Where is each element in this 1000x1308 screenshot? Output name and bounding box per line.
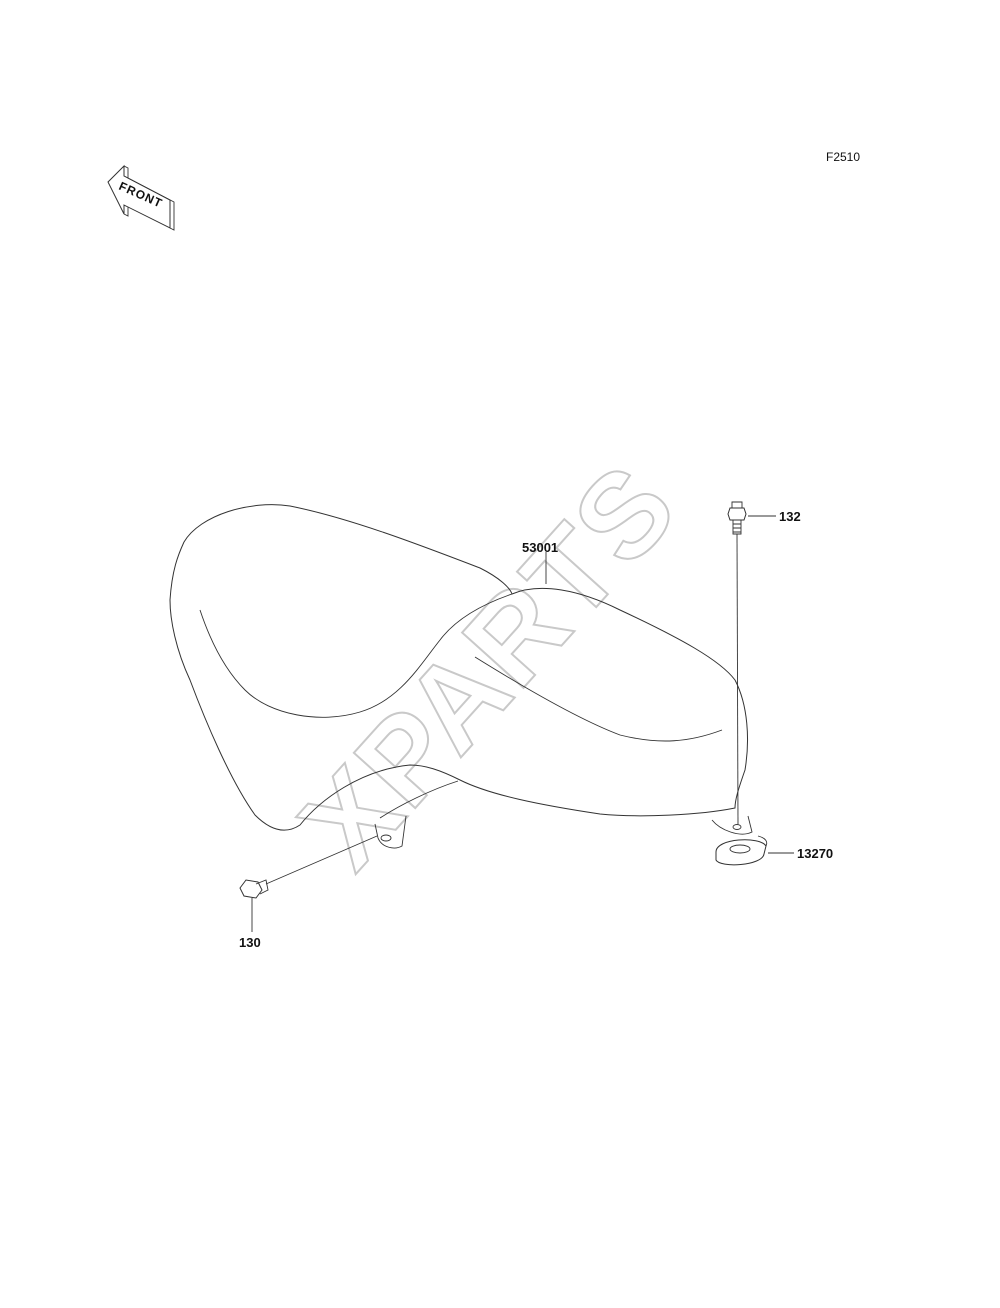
plate-washer-icon: [715, 835, 768, 866]
part-number-132: 132: [779, 509, 801, 524]
seat-icon: [169, 504, 753, 849]
figure-code: F2510: [826, 150, 860, 164]
front-arrow-icon: FRONT: [107, 164, 175, 231]
bolt-icon: [727, 501, 747, 825]
part-number-130: 130: [239, 935, 261, 950]
part-number-13270: 13270: [797, 846, 833, 861]
part-number-53001: 53001: [522, 540, 558, 555]
flange-bolt-icon: [239, 835, 378, 899]
